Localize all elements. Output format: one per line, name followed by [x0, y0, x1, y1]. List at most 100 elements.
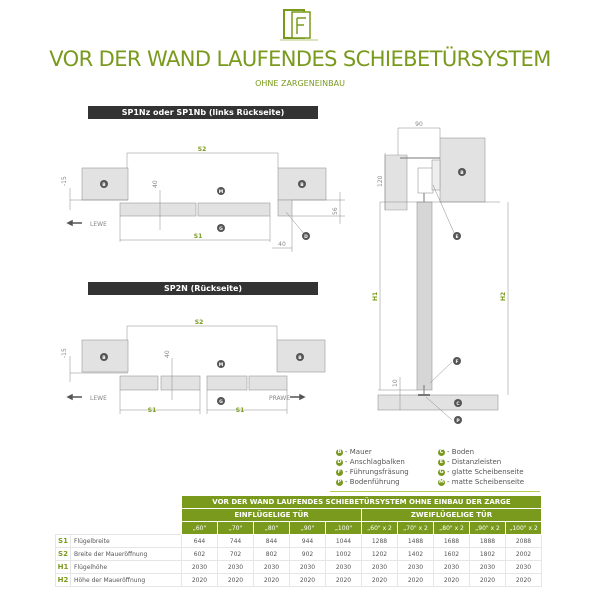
column-header: „90" x 2 [469, 521, 506, 535]
table-cell: 1888 [469, 534, 506, 548]
diagram2-heading: SP2N (Rückseite) [88, 282, 318, 295]
svg-text:C: C [456, 401, 460, 407]
svg-text:S1: S1 [236, 407, 245, 414]
table-cell: 2030 [289, 560, 326, 574]
table-cell: 744 [217, 534, 254, 548]
svg-text:120: 120 [377, 175, 384, 187]
page-title: VOR DER WAND LAUFENDES SCHIEBETÜRSYSTEM [49, 47, 551, 71]
legend-item: G- glatte Scheibenseite [438, 468, 524, 476]
table-cell: 1402 [397, 547, 434, 561]
svg-text:B: B [300, 182, 304, 188]
row-label: Flügelbreite [70, 534, 182, 548]
svg-text:-15: -15 [61, 348, 68, 358]
svg-text:G: G [219, 399, 223, 405]
svg-text:90: 90 [415, 121, 423, 128]
table-cell: 602 [181, 547, 218, 561]
svg-text:P: P [456, 418, 460, 424]
table-cell: 844 [253, 534, 290, 548]
mark-m: M [219, 189, 224, 195]
table-cell: 2020 [469, 573, 506, 587]
table-cell: 2020 [289, 573, 326, 587]
legend-item: D- Anschlagbalken [336, 458, 405, 466]
table-cell: 2030 [433, 560, 470, 574]
h2-label: H2 [500, 292, 507, 301]
diagram-sp1n: LEWE S2 S1 -15 40 56 40 B B M G D [61, 146, 345, 252]
table-cell: 2020 [217, 573, 254, 587]
table-cell: 902 [289, 547, 326, 561]
table-cell: 2020 [361, 573, 398, 587]
row-code: S2 [55, 547, 71, 561]
divider [330, 491, 540, 492]
brand-logo [280, 9, 318, 41]
direction-label: LEWE [90, 221, 107, 228]
svg-text:S1: S1 [148, 407, 157, 414]
table-cell: 944 [289, 534, 326, 548]
table-cell: 1602 [433, 547, 470, 561]
legend-item: P- Bodenführung [336, 478, 400, 486]
s2-label: S2 [198, 146, 207, 153]
svg-text:B: B [102, 355, 106, 361]
column-header: „60" [181, 521, 218, 535]
mark-b: B [102, 182, 106, 188]
table-cell: 1202 [361, 547, 398, 561]
table-cell: 2030 [469, 560, 506, 574]
row-label: Flügelhöhe [70, 560, 182, 574]
svg-text:40: 40 [152, 180, 159, 188]
column-header: „70" [217, 521, 254, 535]
table-cell: 2020 [325, 573, 362, 587]
page-subtitle: OHNE ZARGENEINBAU [255, 79, 345, 88]
svg-text:LEWE: LEWE [90, 395, 107, 402]
row-label: Breite der Maueröffnung [70, 547, 182, 561]
arrow-right-icon [290, 393, 306, 401]
mark-d: D [304, 234, 308, 240]
dimensions-table: VOR DER WAND LAUFENDES SCHIEBETÜRSYSTEM … [55, 495, 542, 587]
legend-item: F- Führungsfräsung [336, 468, 409, 476]
column-header: „100" [325, 521, 362, 535]
table-cell: 1288 [361, 534, 398, 548]
row-code: H2 [55, 573, 71, 587]
svg-text:40: 40 [164, 350, 171, 358]
column-header: „60" x 2 [361, 521, 398, 535]
diagram-sp2n: LEWE PRAWE S2 S1 S1 -15 40 B B M G [61, 319, 326, 414]
svg-text:B: B [460, 170, 464, 176]
table-cell: 2020 [505, 573, 542, 587]
door-panel [119, 202, 197, 217]
table-cell: 1002 [325, 547, 362, 561]
table-cell: 2020 [181, 573, 218, 587]
legend-item: C- Boden [438, 448, 475, 456]
column-header: „90" [289, 521, 326, 535]
table-cell: 1802 [469, 547, 506, 561]
table-cell: 1688 [433, 534, 470, 548]
svg-text:10: 10 [392, 379, 399, 387]
svg-text:40: 40 [278, 241, 286, 248]
svg-text:M: M [219, 362, 224, 368]
table-cell: 2020 [397, 573, 434, 587]
table-cell: 2002 [505, 547, 542, 561]
table-cell: 2020 [433, 573, 470, 587]
column-header: „100" x 2 [505, 521, 542, 535]
h1-label: H1 [372, 292, 379, 301]
table-cell: 802 [253, 547, 290, 561]
svg-text:-15: -15 [61, 176, 68, 186]
table-cell: 702 [217, 547, 254, 561]
row-code: S1 [55, 534, 71, 548]
svg-text:S2: S2 [195, 319, 204, 326]
table-cell: 2088 [505, 534, 542, 548]
svg-text:F: F [455, 359, 458, 365]
table-cell: 2030 [505, 560, 542, 574]
diagram1-heading: SP1Nz oder SP1Nb (links Rückseite) [88, 106, 318, 119]
legend-item: M- matte Scheibenseite [438, 478, 525, 486]
row-label: Höhe der Maueröffnung [70, 573, 182, 587]
row-code: H1 [55, 560, 71, 574]
arrow-left-icon [66, 219, 82, 227]
table-cell: 1044 [325, 534, 362, 548]
svg-text:56: 56 [332, 207, 339, 215]
table-cell: 2030 [217, 560, 254, 574]
svg-text:PRAWE: PRAWE [269, 395, 290, 402]
table-cell: 2030 [361, 560, 398, 574]
table-cell: 2030 [253, 560, 290, 574]
diagram-side-view: 90 120 10 H1 H2 B E F C P [372, 121, 509, 424]
